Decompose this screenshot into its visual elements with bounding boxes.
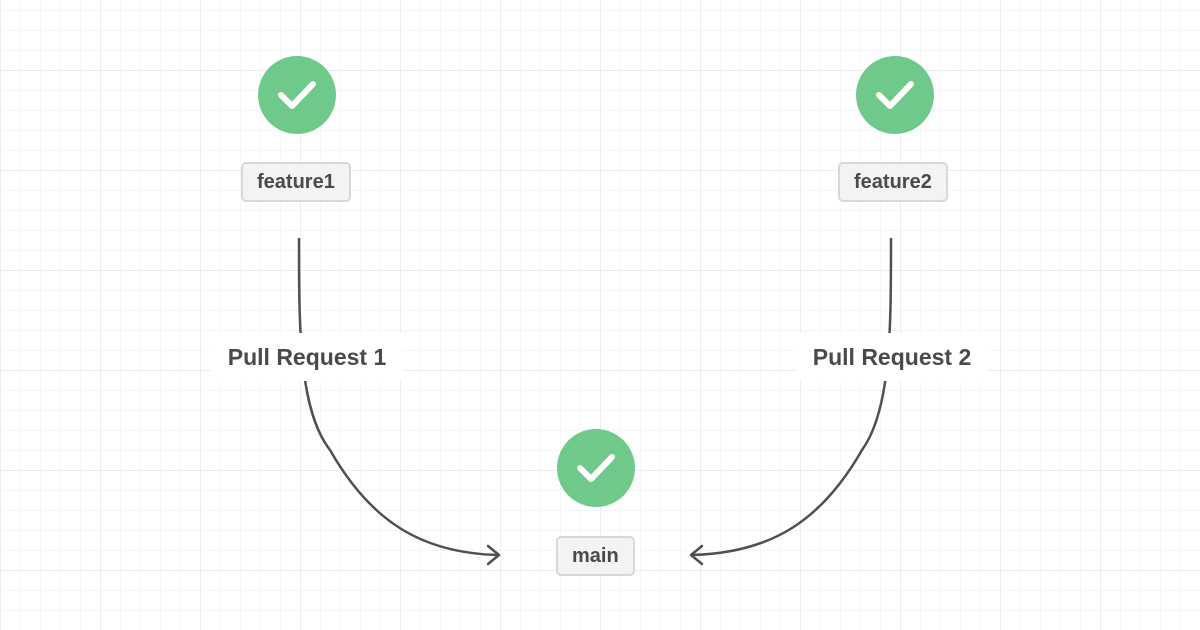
arrowhead-icon	[689, 544, 704, 566]
pull-request-label: Pull Request 1	[227, 343, 387, 370]
edge-pr1-connector	[297, 237, 499, 557]
pull-request-label: Pull Request 2	[812, 343, 972, 370]
edge-pr2-connector	[691, 237, 893, 557]
checkmark-icon	[278, 81, 316, 109]
arrowhead-icon	[486, 544, 501, 566]
branch-label-feature1: feature1	[241, 162, 351, 202]
checkmark-icon	[876, 81, 914, 109]
branch-name: feature1	[257, 170, 335, 193]
edge-label-pr2: Pull Request 2	[795, 333, 989, 381]
branch-label-main: main	[556, 536, 635, 576]
branch-name: main	[572, 544, 619, 567]
branch-label-feature2: feature2	[838, 162, 948, 202]
branch-name: feature2	[854, 170, 932, 193]
check-circle-icon	[258, 56, 336, 134]
check-circle-icon	[856, 56, 934, 134]
checkmark-icon	[577, 454, 615, 482]
edge-label-pr1: Pull Request 1	[210, 333, 404, 381]
check-circle-icon	[557, 429, 635, 507]
